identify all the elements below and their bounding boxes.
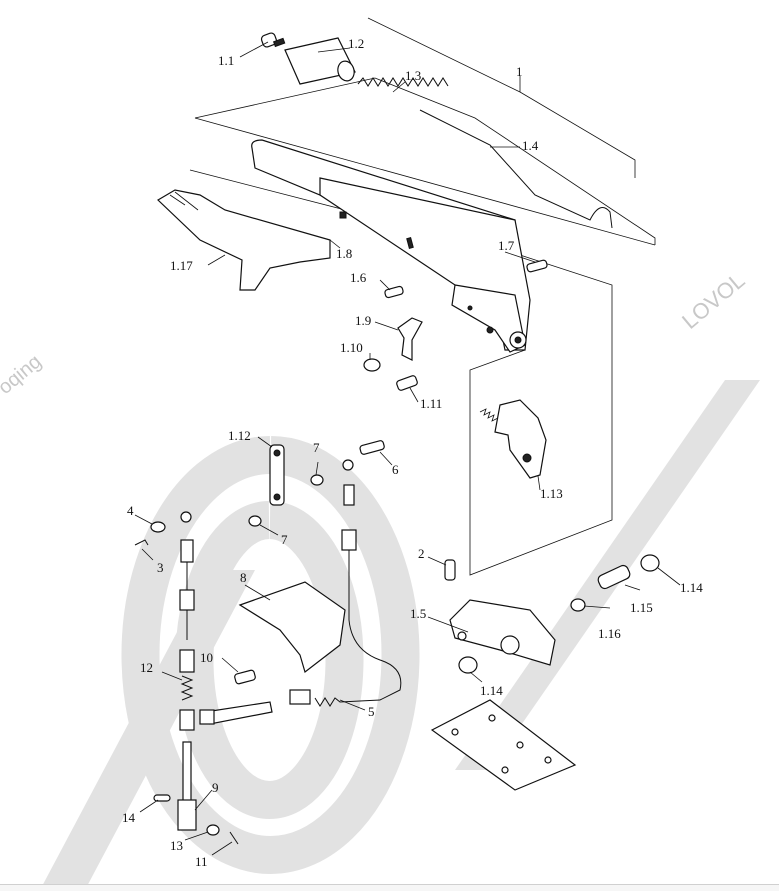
floor-plate — [430, 699, 577, 791]
part-1-3-spring — [357, 77, 449, 87]
label-1-11: 1.11 — [420, 396, 442, 411]
part-1-17-lever-cover — [157, 189, 331, 291]
label-1-9: 1.9 — [355, 313, 371, 328]
label-1: 1 — [516, 64, 523, 79]
label-1-13: 1.13 — [540, 486, 563, 501]
part-11-cotter-pin — [229, 831, 239, 845]
label-2: 2 — [418, 546, 425, 561]
part-3-cotter-pin — [134, 539, 149, 546]
label-1-6: 1.6 — [350, 270, 367, 285]
label-14: 14 — [122, 810, 136, 825]
leader-lines — [134, 41, 681, 856]
assembly-1-bracket-base — [194, 117, 656, 246]
assembly-1-bracket-top — [367, 17, 636, 178]
part-12-left-cable — [177, 511, 197, 831]
part-1-15-pin — [597, 564, 631, 590]
label-1-1: 1.1 — [218, 53, 234, 68]
part-4-washer — [150, 521, 166, 533]
part-1-8-brake-lever — [251, 139, 531, 353]
label-1-14-upper: 1.14 — [680, 580, 703, 595]
label-3: 3 — [157, 560, 164, 575]
part-1-4-rod — [419, 109, 613, 229]
label-13: 13 — [170, 838, 183, 853]
label-1-17: 1.17 — [170, 258, 193, 273]
label-1-2: 1.2 — [348, 36, 364, 51]
part-1-11-bushing — [396, 375, 418, 391]
label-1-7: 1.7 — [498, 238, 515, 253]
part-1-7-pin — [526, 259, 548, 273]
part-7-washer-lower — [248, 515, 262, 527]
part-1-9-pawl — [397, 317, 423, 361]
part-7-washer-upper — [310, 474, 324, 486]
part-8-bracket — [238, 581, 346, 674]
label-1-5: 1.5 — [410, 606, 426, 621]
label-1-4: 1.4 — [522, 138, 539, 153]
label-1-16: 1.16 — [598, 626, 621, 641]
label-9: 9 — [212, 780, 219, 795]
label-11: 11 — [195, 854, 208, 869]
label-1-14-lower: 1.14 — [480, 683, 503, 698]
assembly-1-bracket-lower — [194, 77, 656, 245]
label-1-15: 1.15 — [630, 600, 653, 615]
label-6: 6 — [392, 462, 399, 477]
part-1-13-ratchet — [479, 399, 547, 479]
part-1-10-ring — [363, 358, 381, 372]
part-1-16-washer — [570, 598, 586, 612]
part-10-bolt — [234, 669, 256, 685]
watermark: LOVOL oqing — [0, 268, 760, 890]
part-1-14-ring-lower — [458, 656, 478, 674]
label-10: 10 — [200, 650, 213, 665]
part-1-14-ring-upper — [640, 554, 660, 572]
label-4: 4 — [127, 503, 134, 518]
part-2-bolt — [444, 559, 456, 581]
label-1-3: 1.3 — [405, 68, 421, 83]
part-1-12-link — [269, 444, 285, 506]
watermark-partial-text: oqing — [0, 351, 46, 399]
label-1-12: 1.12 — [228, 428, 251, 443]
label-1-8: 1.8 — [336, 246, 352, 261]
part-6-pin — [359, 440, 385, 455]
watermark-o — [121, 436, 420, 874]
part-14-clevis-pin — [153, 794, 171, 802]
part-1-1-knob — [260, 32, 286, 48]
watermark-brand-text: LOVOL — [677, 268, 749, 334]
label-12: 12 — [140, 660, 153, 675]
bottom-border — [0, 884, 779, 891]
label-8: 8 — [240, 570, 247, 585]
label-7-upper: 7 — [313, 440, 320, 455]
part-1-2-grip-sleeve — [284, 37, 356, 85]
part-5-center-cable — [199, 459, 402, 725]
label-1-10: 1.10 — [340, 340, 363, 355]
part-1-5-base-bracket — [449, 599, 556, 666]
part-13-washer — [206, 824, 220, 836]
label-5: 5 — [368, 704, 375, 719]
label-7-lower: 7 — [281, 532, 288, 547]
